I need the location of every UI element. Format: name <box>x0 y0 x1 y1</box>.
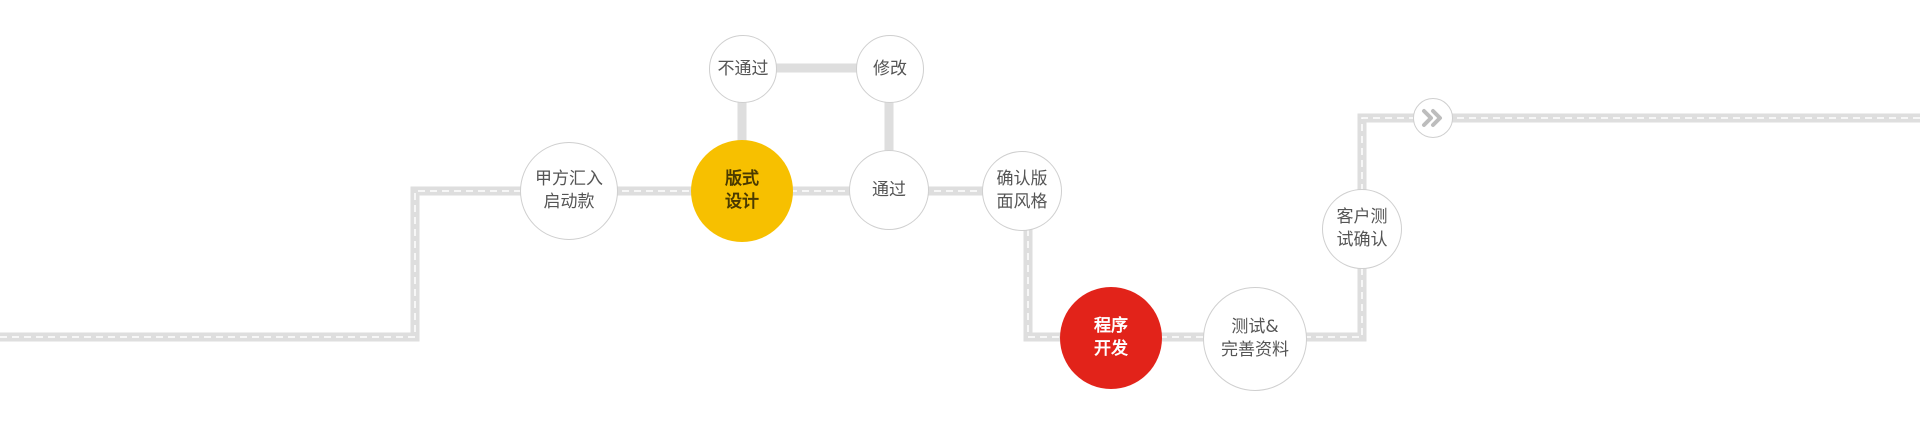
flow-path-main <box>0 113 1920 342</box>
node-revise-label: 修改 <box>873 58 907 79</box>
node-client-test: 客户测 试确认 <box>1322 189 1402 269</box>
node-client-deposit: 甲方汇入 启动款 <box>520 142 618 240</box>
node-client-test-line-1: 客户测 <box>1336 207 1388 227</box>
next-step-button[interactable] <box>1413 98 1453 138</box>
flow-path-dashes <box>0 117 1920 338</box>
node-approved: 通过 <box>849 150 929 230</box>
double-chevron-right-icon <box>1422 109 1442 127</box>
node-layout-design-line-2: 设计 <box>725 192 759 212</box>
node-test-refine-line-2: 完善资料 <box>1221 340 1289 360</box>
node-approved-label: 通过 <box>872 179 906 200</box>
node-layout-design: 版式 设计 <box>691 140 793 242</box>
node-program-dev: 程序 开发 <box>1060 287 1162 389</box>
flow-path-review-loop <box>737 63 894 150</box>
node-program-dev-line-1: 程序 <box>1094 316 1128 336</box>
node-client-test-line-2: 试确认 <box>1336 230 1388 250</box>
node-program-dev-line-2: 开发 <box>1094 339 1128 359</box>
node-confirm-style-line-1: 确认版 <box>996 169 1048 189</box>
node-layout-design-line-1: 版式 <box>725 169 759 189</box>
node-confirm-style: 确认版 面风格 <box>982 151 1062 231</box>
node-client-deposit-line-2: 启动款 <box>543 192 595 212</box>
node-revise: 修改 <box>856 35 924 103</box>
node-confirm-style-line-2: 面风格 <box>996 192 1048 212</box>
node-client-deposit-line-1: 甲方汇入 <box>535 169 603 189</box>
node-not-approved: 不通过 <box>709 35 777 103</box>
node-test-refine-line-1: 测试& <box>1231 317 1279 337</box>
node-test-refine: 测试& 完善资料 <box>1203 287 1307 391</box>
node-not-approved-label: 不通过 <box>717 58 769 79</box>
